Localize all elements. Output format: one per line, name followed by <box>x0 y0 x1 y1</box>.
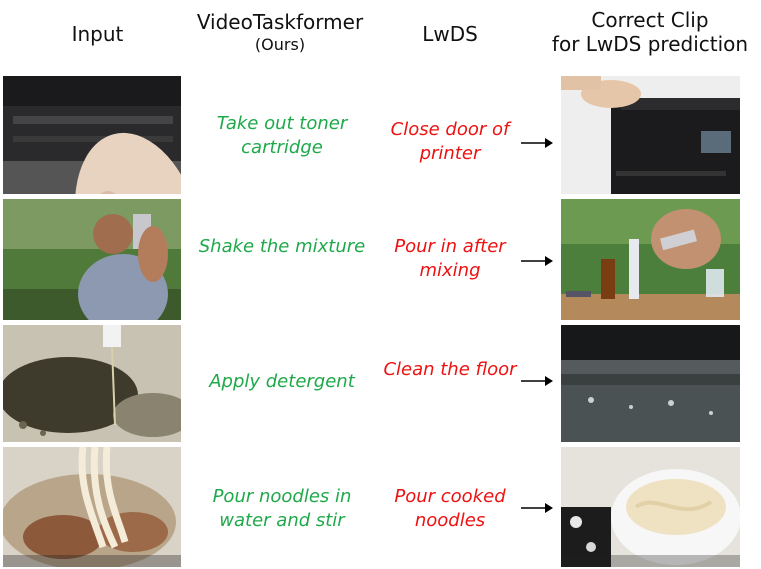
right-arrow-icon <box>521 138 553 148</box>
input-image-detergent <box>3 325 181 442</box>
header-videotaskformer: VideoTaskformer (Ours) <box>185 10 375 56</box>
input-image-noodles <box>3 447 181 567</box>
right-arrow-icon <box>521 256 553 266</box>
lwds-prediction-3: Clean the floor <box>383 359 517 380</box>
lwds-prediction-2: Pour in after mixing <box>394 236 506 281</box>
correct-clip-image-floor <box>561 325 740 442</box>
correct-clip-image-pouring <box>561 199 740 320</box>
header-correct-clip: Correct Clip for LwDS prediction <box>551 8 749 56</box>
header-lwds: LwDS <box>422 22 478 46</box>
correct-clip-image-printer <box>561 76 740 194</box>
header-ours-sub: (Ours) <box>254 35 306 54</box>
input-image-printer <box>3 76 181 194</box>
right-arrow-icon <box>521 376 553 386</box>
ours-prediction-4: Pour noodles in water and stir <box>212 486 352 531</box>
ours-prediction-1: Take out toner cartridge <box>216 113 348 158</box>
lwds-prediction-1: Close door of printer <box>390 119 510 164</box>
lwds-prediction-4: Pour cooked noodles <box>394 486 506 531</box>
input-image-shaker <box>3 199 181 320</box>
ours-prediction-2: Shake the mixture <box>198 236 366 257</box>
right-arrow-icon <box>521 503 553 513</box>
ours-prediction-3: Apply detergent <box>209 371 355 392</box>
header-input: Input <box>71 22 124 46</box>
correct-clip-image-bowl <box>561 447 740 567</box>
